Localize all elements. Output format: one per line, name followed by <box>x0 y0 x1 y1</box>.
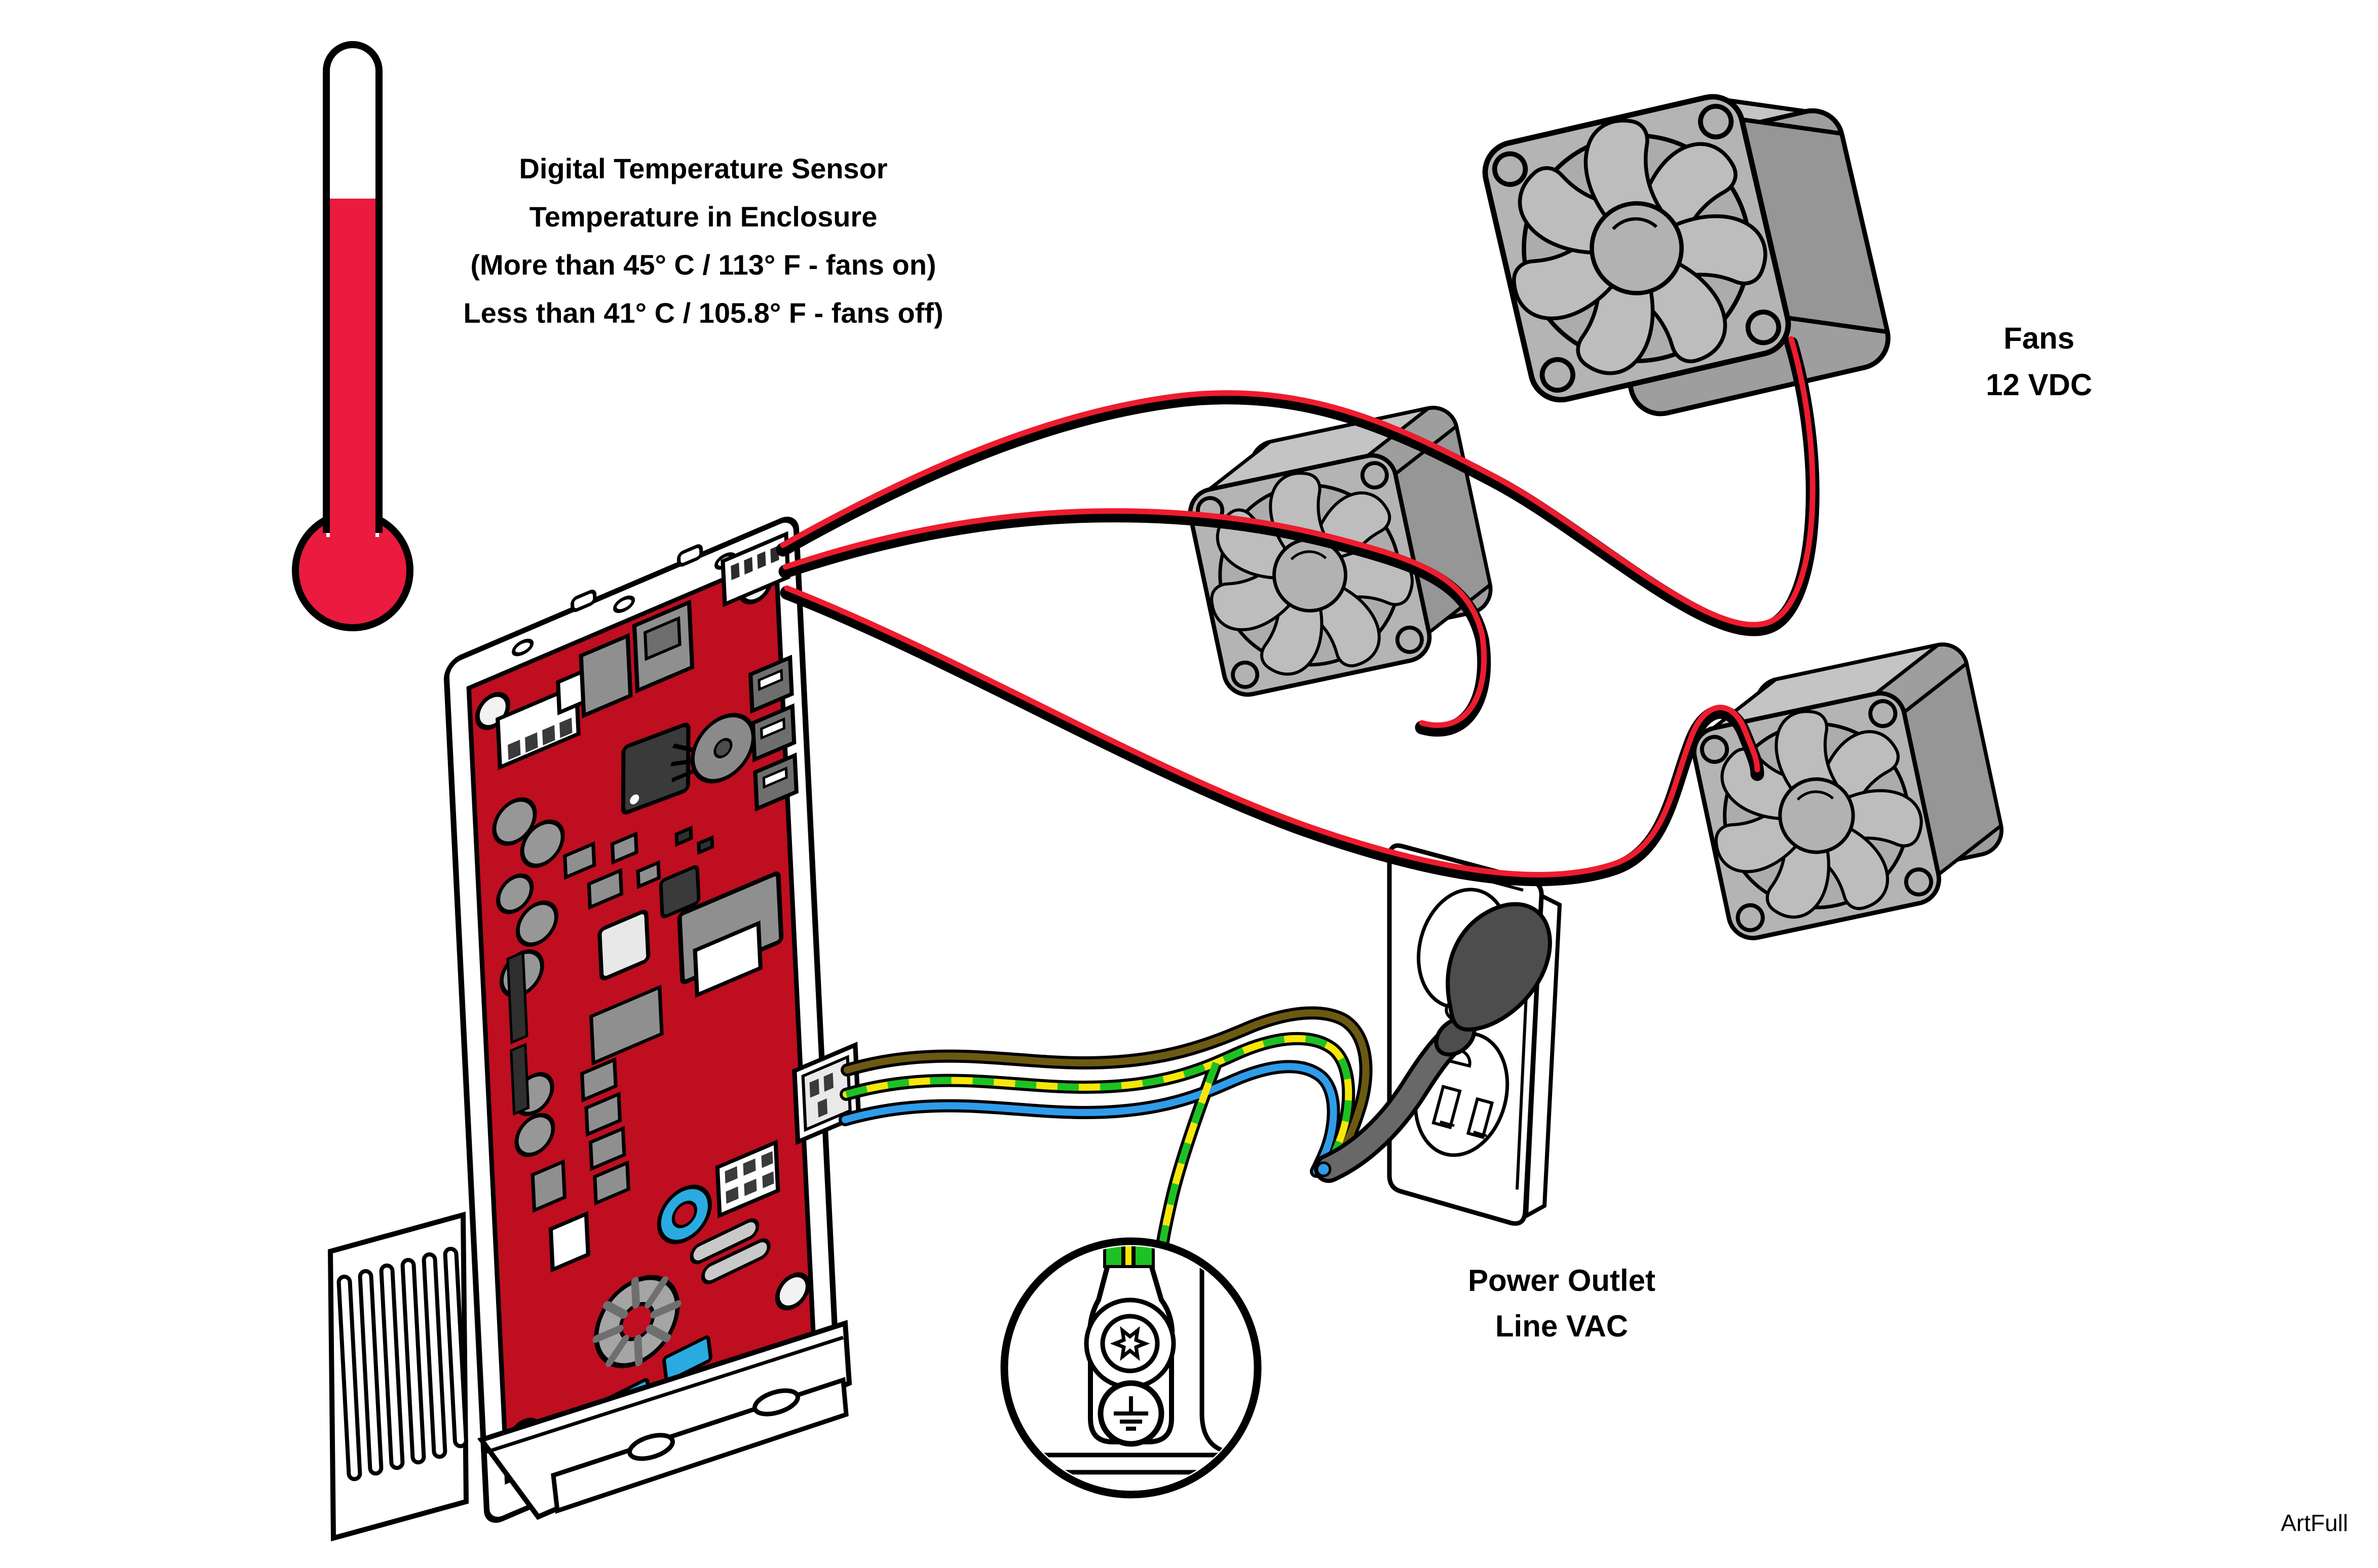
sensor-note: Digital Temperature Sensor Temperature i… <box>463 152 943 329</box>
buzzer <box>670 713 756 784</box>
fans-label-line2: 12 VDC <box>1986 368 2092 402</box>
ic-chip-small <box>659 865 701 919</box>
heatsink-fins <box>327 1211 469 1542</box>
pcb-top-connectors <box>496 531 790 771</box>
sensor-note-line1: Digital Temperature Sensor <box>519 152 887 184</box>
cord-blue-tip <box>1315 1161 1332 1177</box>
ac-wire-blue <box>842 1063 1337 1175</box>
pcb-edge-connectors <box>748 655 799 812</box>
relay <box>693 920 763 998</box>
fan-wire-middle <box>778 508 1491 737</box>
ic-chip-large <box>621 722 691 815</box>
passive-components <box>562 825 714 1206</box>
ground-detail-circle <box>1000 1237 1262 1499</box>
power-plug-icon <box>1434 902 1552 1057</box>
ground-wire-entry <box>1103 1246 1155 1268</box>
outlet-label-line1: Power Outlet <box>1468 1264 1655 1297</box>
thermometer-icon <box>292 41 413 631</box>
ac-wires <box>839 1006 1373 1252</box>
molex-connector <box>715 1139 780 1218</box>
mounting-bracket <box>477 1320 852 1520</box>
bracket-hole <box>752 1388 800 1417</box>
ground-branch-green <box>1159 1061 1220 1246</box>
sensor-note-line2: Temperature in Enclosure <box>530 201 878 233</box>
fan-top-icon <box>1482 94 1891 416</box>
ground-symbol-icon <box>1098 1380 1164 1447</box>
ground-screw-icon <box>1100 1314 1160 1373</box>
aluminum-cap <box>597 909 651 980</box>
pin-header <box>506 950 529 1045</box>
fans-label: Fans 12 VDC <box>1986 321 2092 402</box>
fan-wire-top <box>776 336 1820 636</box>
fan-right-icon <box>1692 642 2004 940</box>
watermark: ArtFull <box>2281 1510 2348 1536</box>
outlet-label: Power Outlet Line VAC <box>1468 1264 1655 1343</box>
ac-wire-brown <box>844 1009 1370 1169</box>
fan-middle-icon <box>1188 405 1493 697</box>
sensor-note-line4: Less than 41° C / 105.8° F - fans off) <box>463 297 943 329</box>
sensor-note-line3: (More than 45° C / 113° F - fans on) <box>470 249 936 281</box>
bracket-hole <box>627 1433 675 1461</box>
thermometer-mercury <box>330 199 375 547</box>
fuses <box>690 1218 771 1284</box>
toroid-inductor <box>592 1275 682 1368</box>
fans-label-line1: Fans <box>2004 321 2074 355</box>
ac-wire-ground-green <box>845 1035 1352 1170</box>
outlet-label-line2: Line VAC <box>1495 1309 1628 1343</box>
fan-wire-right <box>780 585 1764 886</box>
